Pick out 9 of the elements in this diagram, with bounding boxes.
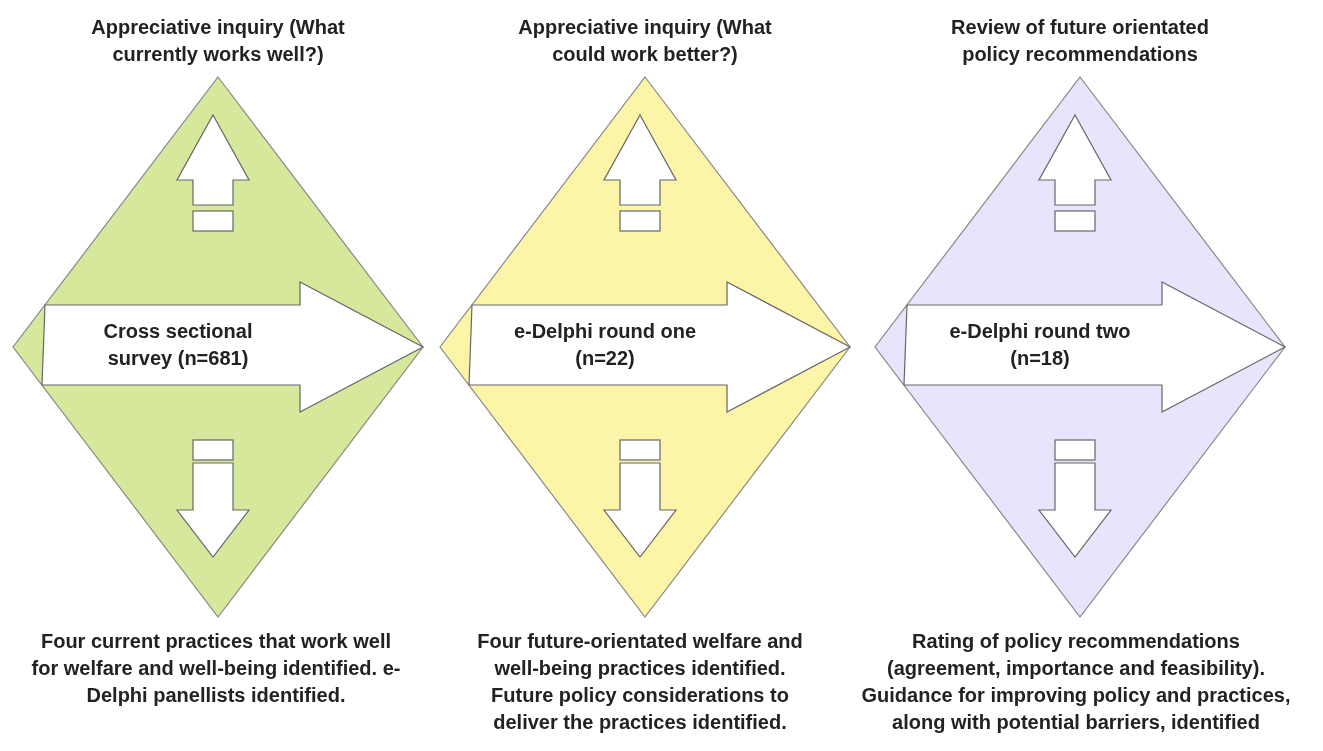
outcome-text: Four current practices that work well for welfare and well-being identified. e-Delphi panellists identified. (30, 629, 402, 708)
step-label: e-Delphi round one (n=22) (512, 319, 698, 371)
heading: Appreciative inquiry (What could work better?) (517, 15, 773, 67)
heading: Appreciative inquiry (What currently works well?) (90, 15, 346, 67)
outcome-text: Four future-orientated welfare and well-being practices identified. Future policy considerations to deliver the practices identified. (476, 629, 804, 735)
outcome-text: Rating of policy recommendations (agreement, importance and feasibility). Guidance for improving policy and practices, along with potential barriers, identified (860, 629, 1292, 735)
step-label: e-Delphi round two (n=18) (948, 319, 1132, 371)
step-label: Cross sectional survey (n=681) (102, 319, 254, 371)
heading: Review of future orientated policy recommendations (950, 15, 1210, 67)
